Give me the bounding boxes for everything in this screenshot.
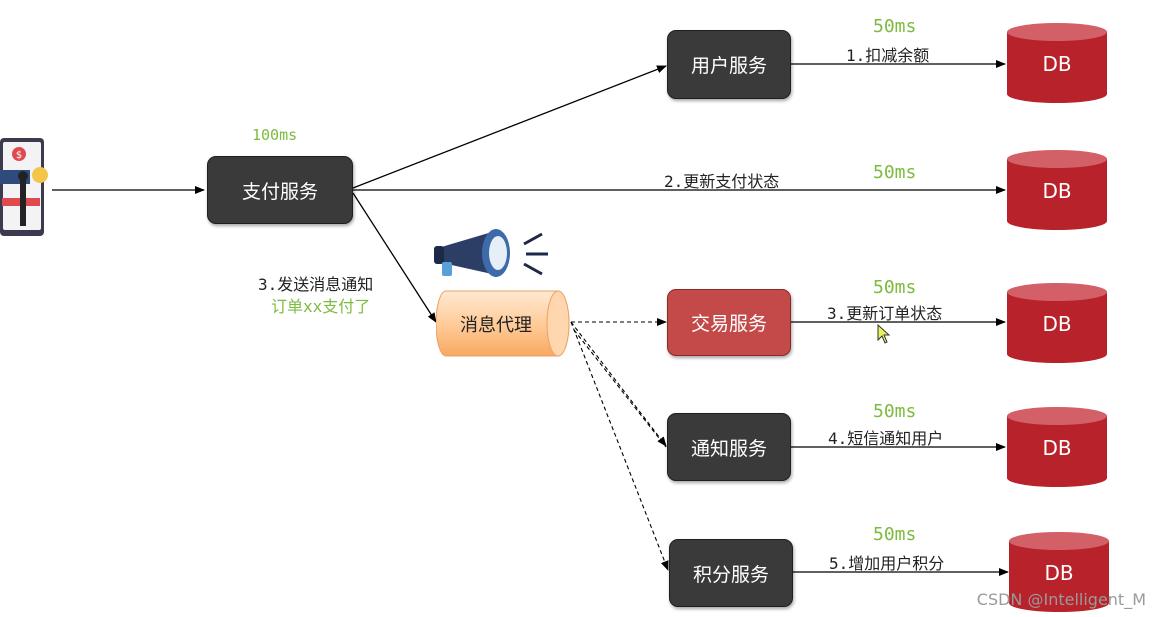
user-service-label: 用户服务 (690, 55, 767, 77)
megaphone-icon (432, 222, 552, 282)
message-broker-node[interactable]: 消息代理 (435, 290, 571, 357)
broker-label: 消息代理 (460, 314, 532, 336)
db-user: DB (1006, 22, 1108, 104)
edge-label-update-order: 3.更新订单状态 (827, 304, 943, 323)
trade-service-label: 交易服务 (690, 313, 767, 335)
pay-service-label: 支付服务 (241, 180, 318, 203)
points-service-node[interactable]: 积分服务 (669, 539, 793, 607)
db-label: DB (1044, 561, 1074, 585)
trade-service-node[interactable]: 交易服务 (667, 289, 791, 356)
edge-label-send-msg-sub: 订单xx支付了 (271, 297, 371, 316)
edge-label-deduct: 1.扣减余额 (846, 46, 930, 65)
db-label: DB (1042, 52, 1072, 76)
db-label: DB (1042, 436, 1072, 460)
points-service-label: 积分服务 (692, 563, 769, 586)
edge-label-update-pay: 2.更新支付状态 (664, 172, 780, 191)
arrow-pay-to-user (352, 65, 667, 189)
user-timing: 50ms (873, 16, 917, 37)
db-points: DB (1008, 531, 1110, 613)
dashed-broker-to-points (570, 321, 669, 571)
arrow-pay-to-broker (352, 192, 437, 323)
trade-timing: 50ms (873, 277, 917, 298)
points-timing: 50ms (873, 524, 917, 545)
notify-service-node[interactable]: 通知服务 (667, 413, 791, 481)
db-trade: DB (1006, 282, 1108, 364)
db-notify: DB (1006, 406, 1108, 488)
pay-timing: 100ms (252, 126, 298, 144)
dashed-broker-to-notify-2 (573, 329, 667, 448)
notify-timing: 50ms (873, 401, 917, 422)
dashed-broker-to-notify (570, 321, 667, 447)
svg-text:$: $ (16, 150, 22, 161)
broker-shape (435, 290, 570, 357)
user-service-node[interactable]: 用户服务 (667, 30, 791, 99)
update-pay-timing: 50ms (873, 162, 917, 183)
edge-label-send-msg: 3.发送消息通知 (258, 275, 374, 294)
db-label: DB (1042, 312, 1072, 336)
watermark: CSDN @Intelligent_M (976, 590, 1146, 609)
edge-label-add-points: 5.增加用户积分 (829, 554, 945, 573)
notify-service-label: 通知服务 (690, 437, 767, 460)
cursor-icon (877, 323, 891, 344)
db-label: DB (1042, 179, 1072, 203)
db-pay-status: DB (1006, 149, 1108, 231)
payment-terminal-icon: $ (0, 138, 54, 238)
pay-service-node[interactable]: 支付服务 (207, 156, 353, 224)
edge-label-sms: 4.短信通知用户 (828, 429, 944, 448)
